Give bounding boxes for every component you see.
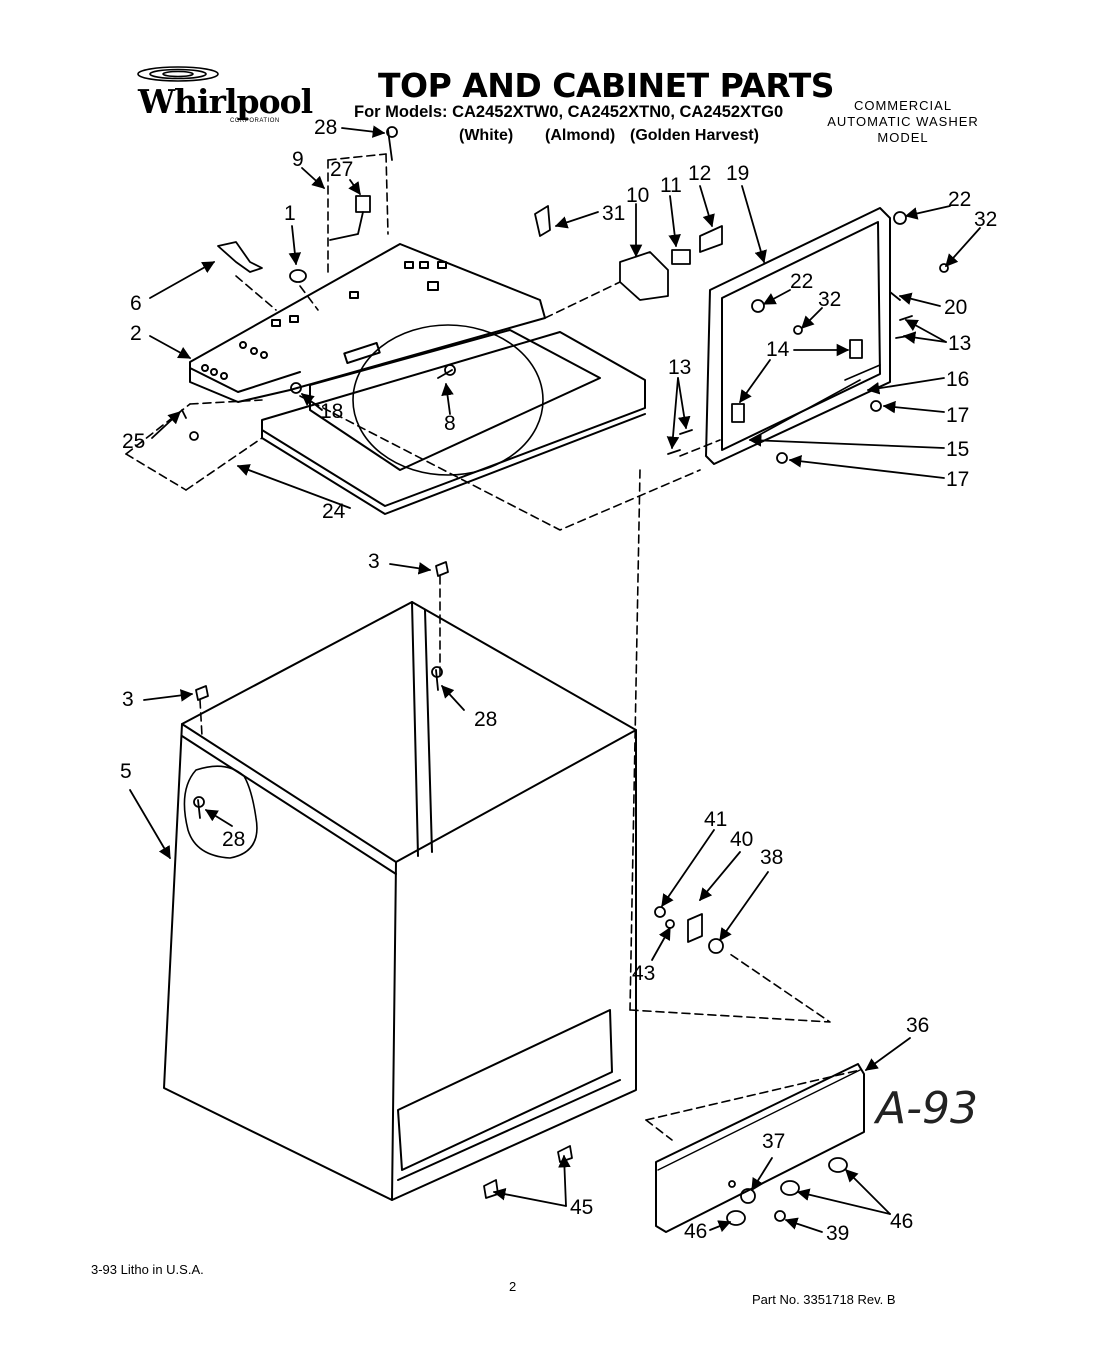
callout-13: 13 xyxy=(948,332,971,355)
models-line: For Models: CA2452XTW0, CA2452XTN0, CA24… xyxy=(354,103,784,121)
callout-3-left: 3 xyxy=(122,688,134,711)
callout-numbers: 28 9 27 1 6 2 18 25 24 8 31 10 11 12 19 … xyxy=(120,116,997,1245)
callout-leaders xyxy=(129,125,981,1233)
callout-2: 2 xyxy=(130,322,142,345)
callout-12: 12 xyxy=(688,162,711,185)
callout-41: 41 xyxy=(704,808,727,831)
callout-36: 36 xyxy=(906,1014,929,1037)
product-type-line-2: AUTOMATIC WASHER xyxy=(827,114,979,129)
callout-9: 9 xyxy=(292,148,304,171)
callout-22-inner: 22 xyxy=(790,270,813,293)
product-type-line-3: MODEL xyxy=(877,130,929,145)
callout-5: 5 xyxy=(120,760,132,783)
lid-assembly xyxy=(705,207,891,465)
callout-27: 27 xyxy=(330,158,353,181)
callout-10: 10 xyxy=(626,184,649,207)
handwritten-note: A-93 xyxy=(876,1083,978,1134)
cabinet xyxy=(163,601,637,1201)
whirlpool-logo: Whirlpool xyxy=(138,82,313,121)
page-number: 2 xyxy=(509,1279,517,1294)
callout-32: 32 xyxy=(974,208,997,231)
callout-17-lower: 17 xyxy=(946,468,969,491)
front-panel xyxy=(655,1063,865,1233)
callout-17: 17 xyxy=(946,404,969,427)
color-almond: (Almond) xyxy=(545,127,616,144)
callout-32-inner: 32 xyxy=(818,288,841,311)
callout-43: 43 xyxy=(632,962,655,985)
callout-45: 45 xyxy=(570,1196,593,1219)
callout-31: 31 xyxy=(602,202,625,225)
product-type-line-1: COMMERCIAL xyxy=(853,98,953,113)
whirlpool-swirl-icon xyxy=(137,66,219,82)
callout-39: 39 xyxy=(826,1222,849,1245)
color-golden-harvest: (Golden Harvest) xyxy=(630,127,759,144)
assembly-dashed-lines xyxy=(125,153,861,1141)
callout-46-left: 46 xyxy=(684,1220,707,1243)
callout-28-cutaway: 28 xyxy=(222,828,245,851)
callout-28: 28 xyxy=(314,116,337,139)
callout-11: 11 xyxy=(660,174,682,197)
callout-22: 22 xyxy=(948,188,971,211)
callout-3: 3 xyxy=(368,550,380,573)
washer-top xyxy=(261,324,646,515)
callout-46: 46 xyxy=(890,1210,913,1233)
print-info: 3-93 Litho in U.S.A. xyxy=(91,1262,204,1277)
callout-14: 14 xyxy=(766,338,790,361)
callout-1: 1 xyxy=(284,202,296,225)
color-white: (White) xyxy=(459,127,514,144)
callout-16: 16 xyxy=(946,368,969,391)
cutaway-bubble xyxy=(183,765,258,859)
page-title: TOP AND CABINET PARTS xyxy=(378,66,835,105)
callout-25: 25 xyxy=(122,430,145,453)
callout-6: 6 xyxy=(130,292,142,315)
callout-24: 24 xyxy=(322,500,346,523)
callout-37: 37 xyxy=(762,1130,785,1153)
callout-40: 40 xyxy=(730,828,753,851)
callout-19: 19 xyxy=(726,162,749,185)
callout-13-lower: 13 xyxy=(668,356,691,379)
callout-20: 20 xyxy=(944,296,967,319)
callout-18: 18 xyxy=(320,400,343,423)
part-number: Part No. 3351718 Rev. B xyxy=(752,1292,896,1307)
callout-8: 8 xyxy=(444,412,456,435)
callout-28-cabinet: 28 xyxy=(474,708,497,731)
console-panel xyxy=(189,243,546,403)
callout-38: 38 xyxy=(760,846,783,869)
small-parts xyxy=(181,126,949,1226)
logo-subtext: CORPORATION xyxy=(230,118,280,124)
callout-15: 15 xyxy=(946,438,969,461)
